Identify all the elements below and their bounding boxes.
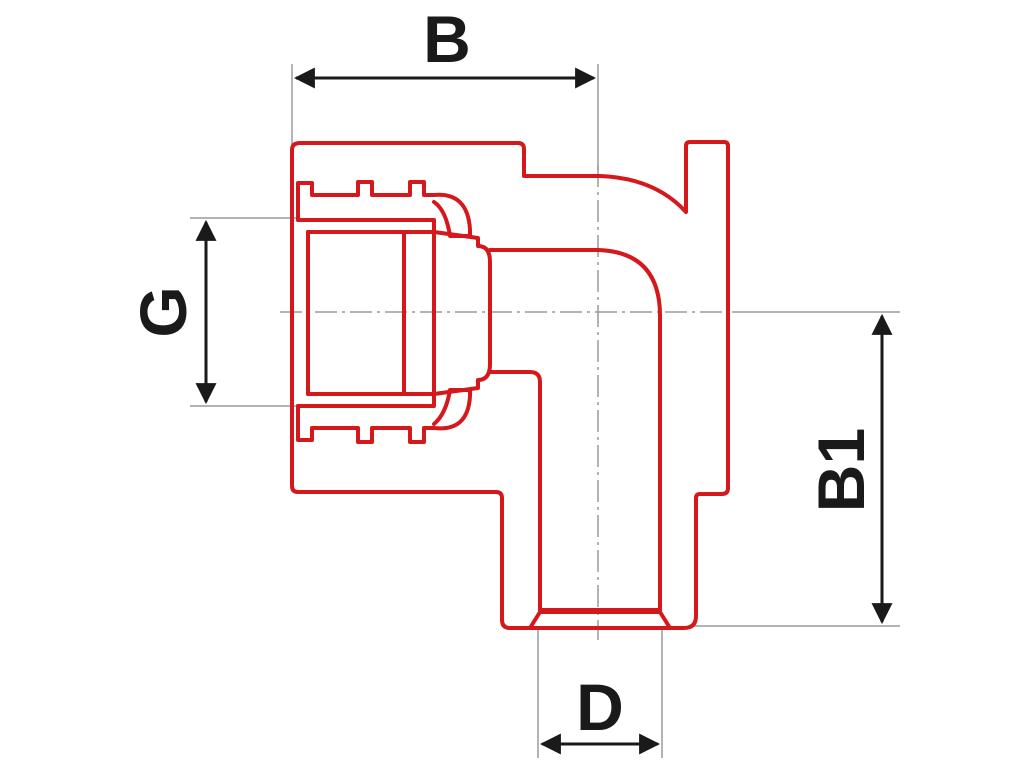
label-g: G [126, 286, 200, 337]
outlet-chamfer [528, 610, 672, 630]
dimension-labels: B G B1 D [126, 2, 878, 744]
extension-lines [190, 64, 900, 758]
center-lines [280, 165, 735, 640]
label-b1: B1 [804, 428, 878, 512]
thread-bottom-profile [296, 388, 472, 444]
label-b: B [423, 2, 471, 76]
label-d: D [576, 670, 624, 744]
elbow-fitting [290, 140, 730, 630]
thread-top-profile [296, 180, 472, 238]
socket-bore [296, 218, 492, 408]
elbow-flow-passage [488, 248, 662, 612]
fitting-outer-contour [290, 140, 730, 630]
dimension-lines [195, 67, 893, 755]
